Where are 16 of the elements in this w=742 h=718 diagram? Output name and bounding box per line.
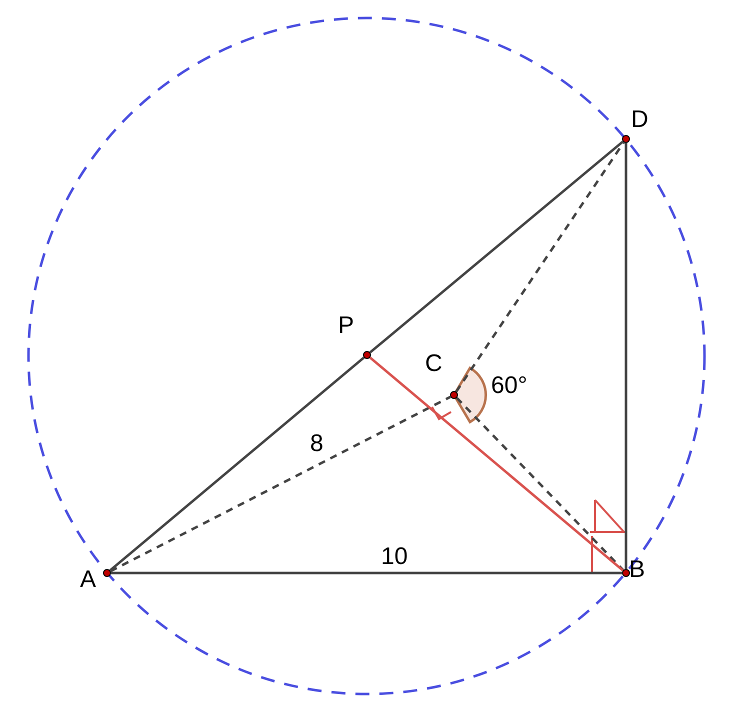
angle-label: 60° [491,374,528,398]
point-label: A [80,568,96,592]
segment [109,356,365,572]
segment [111,572,622,574]
segment [369,140,624,354]
point-label: D [631,108,648,132]
dashed-segment [455,142,625,392]
point-label: C [425,352,442,376]
segment [369,356,624,572]
segment [624,143,628,569]
point-label: B [629,558,646,582]
dashed-segment [456,397,624,571]
point-label: P [338,314,354,338]
length-label: 8 [310,432,324,456]
length-label: 10 [381,545,408,569]
dashed-segment [110,396,452,572]
